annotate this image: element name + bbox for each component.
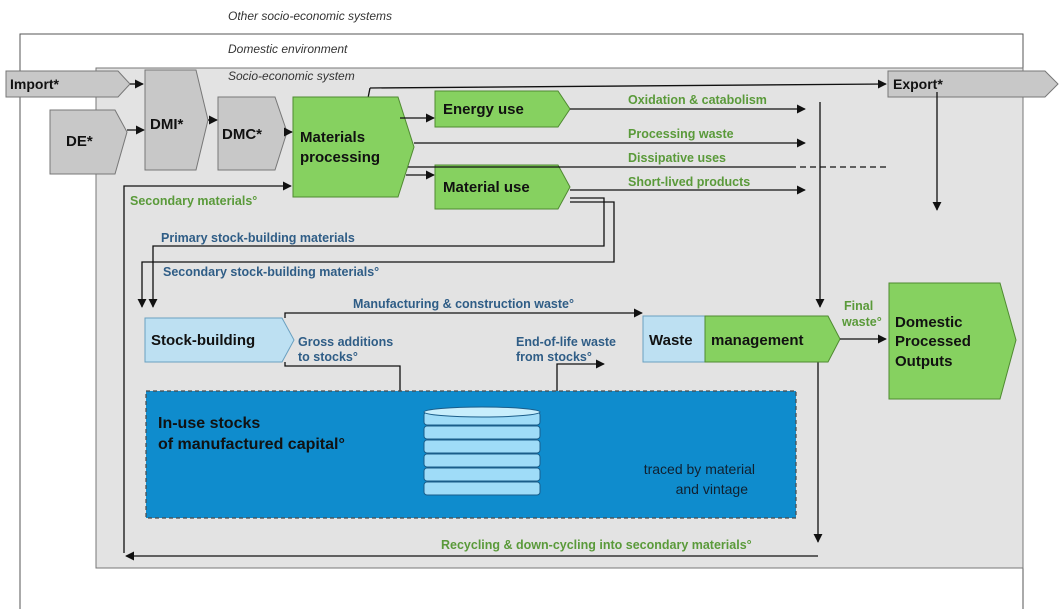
materials-processing-line1: Materials [300,129,365,146]
secondary-materials-label: Secondary materials° [130,194,257,208]
dissipative-label: Dissipative uses [628,151,726,165]
dmi-label: DMI* [150,116,183,133]
de-box [49,109,128,175]
energy-use-label: Energy use [443,101,524,118]
export-label: Export* [893,76,943,92]
materials-processing-box [292,96,415,198]
material-use-box [434,164,571,210]
final-waste-line2: waste° [841,315,882,329]
primary-stock-label: Primary stock-building materials [161,231,355,245]
domestic-environment-label: Domestic environment [228,42,348,56]
de-label: DE* [66,133,93,150]
dmc-box [217,96,288,171]
gross-additions-line1: Gross additions [298,335,393,349]
in-use-stocks-line2: of manufactured capital° [158,436,345,453]
export-box [887,70,1059,98]
in-use-stocks-line1: In-use stocks [158,415,260,432]
stock-stack-icon [423,406,541,496]
dpo-line2: Processed [895,333,971,350]
dpo-line3: Outputs [895,353,953,370]
socio-economic-system-label: Socio-economic system [228,69,355,83]
import-label: Import* [10,76,60,92]
traced-line2: and vintage [676,481,749,497]
waste-box [642,315,706,363]
other-systems-label: Other socio-economic systems [228,9,392,23]
recycling-label: Recycling & down-cycling into secondary … [441,538,752,552]
dpo-line1: Domestic [895,314,963,331]
traced-line1: traced by material [644,461,755,477]
gross-additions-line2: to stocks° [298,350,358,364]
energy-use-box [434,90,571,128]
management-label: management [711,332,804,349]
end-of-life-line1: End-of-life waste [516,335,616,349]
waste-label: Waste [649,332,693,349]
end-of-life-line2: from stocks° [516,350,592,364]
processing-waste-label: Processing waste [628,127,734,141]
manufacturing-waste-label: Manufacturing & construction waste° [353,297,574,311]
dpo-box [888,282,1017,400]
secondary-stock-label: Secondary stock-building materials° [163,265,379,279]
final-waste-line1: Final [844,299,873,313]
management-box [704,315,841,363]
materials-processing-line2: processing [300,149,380,166]
dmi-box [144,69,209,171]
short-lived-label: Short-lived products [628,175,750,189]
material-use-label: Material use [443,179,530,196]
dmc-label: DMC* [222,126,262,143]
oxidation-label: Oxidation & catabolism [628,93,767,107]
stock-building-label: Stock-building [151,332,255,349]
import-box [5,70,131,98]
stock-building-box [144,317,295,363]
